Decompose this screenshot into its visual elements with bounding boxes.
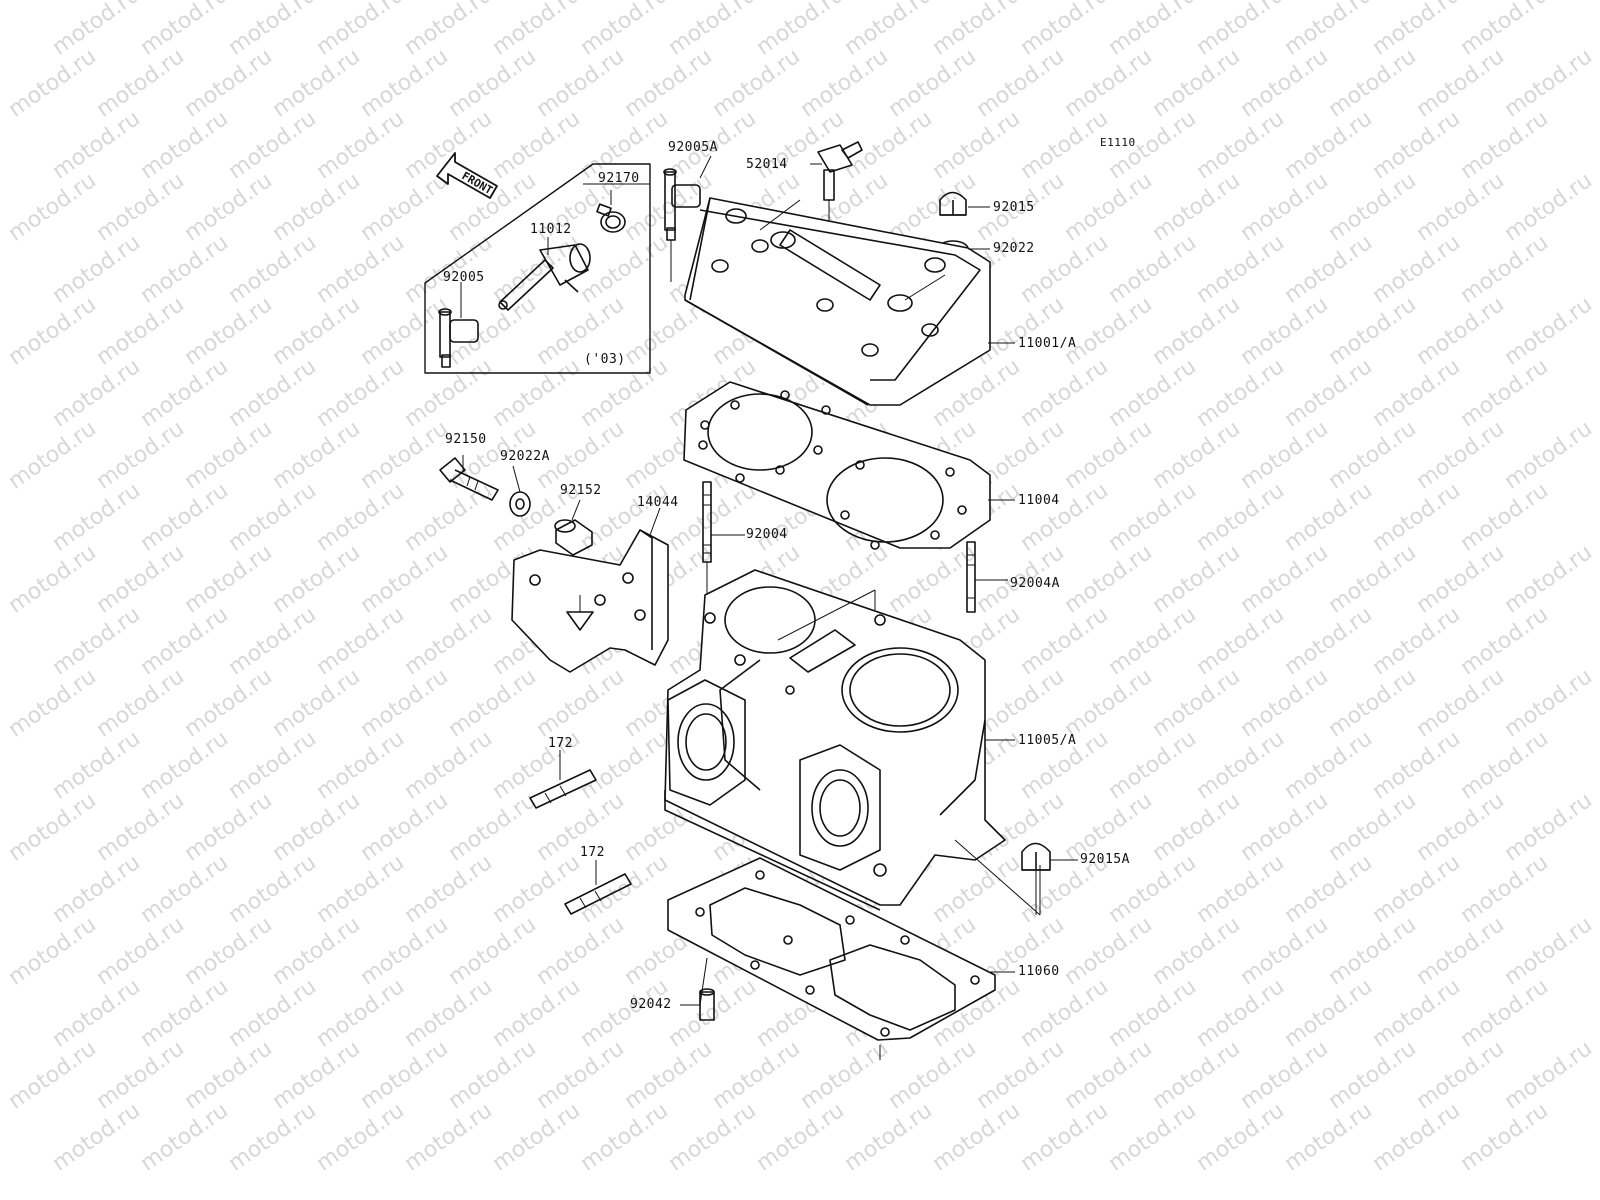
dowel-pin-92042	[699, 988, 715, 1021]
label-11004: 11004	[1018, 493, 1060, 508]
cap-nut-92015	[939, 191, 967, 216]
stud-92004A	[966, 541, 976, 613]
label-92005: 92005	[443, 270, 485, 285]
label-172-lower: 172	[580, 845, 605, 860]
stud-172-upper	[529, 769, 597, 809]
label-92004A: 92004A	[1010, 576, 1060, 591]
inset-box	[424, 163, 651, 374]
sensor-11012	[498, 243, 591, 311]
head-gasket-11004	[683, 381, 991, 550]
front-arrow-icon: FRONT	[436, 152, 498, 199]
label-92015A: 92015A	[1080, 852, 1130, 867]
label-92022A: 92022A	[500, 449, 550, 464]
label-11001A: 11001/A	[1018, 336, 1077, 351]
bracket-14044	[511, 529, 669, 673]
label-92022: 92022	[993, 241, 1035, 256]
diagram-code: E1110	[1100, 136, 1136, 149]
fitting-92005	[438, 308, 479, 368]
collar-92152	[554, 519, 593, 556]
stud-172-lower	[564, 873, 632, 915]
label-11060: 11060	[1018, 964, 1060, 979]
label-14044: 14044	[637, 495, 679, 510]
label-92170: 92170	[598, 171, 640, 186]
leader-lines	[460, 155, 1078, 1060]
label-92005A: 92005A	[668, 140, 718, 155]
label-11012: 11012	[530, 222, 572, 237]
cap-nut-92015A	[1021, 842, 1051, 915]
label-172-upper: 172	[548, 736, 573, 751]
fitting-92005A	[663, 168, 701, 282]
label-92004: 92004	[746, 527, 788, 542]
cylinder-block-11005A	[664, 569, 1006, 911]
washer-92022A	[509, 491, 531, 517]
cylinder-head-cover-11001A	[684, 197, 991, 406]
inset-note: ('03)	[584, 352, 626, 367]
label-92152: 92152	[560, 483, 602, 498]
label-52014: 52014	[746, 157, 788, 172]
front-arrow-label: FRONT	[460, 169, 496, 197]
label-92150: 92150	[445, 432, 487, 447]
bolt-92150	[439, 457, 499, 501]
hose-clamp-92170	[596, 203, 626, 233]
label-92015: 92015	[993, 200, 1035, 215]
base-gasket-11060	[667, 857, 996, 1041]
label-11005A: 11005/A	[1018, 733, 1077, 748]
label-92042: 92042	[630, 997, 672, 1012]
